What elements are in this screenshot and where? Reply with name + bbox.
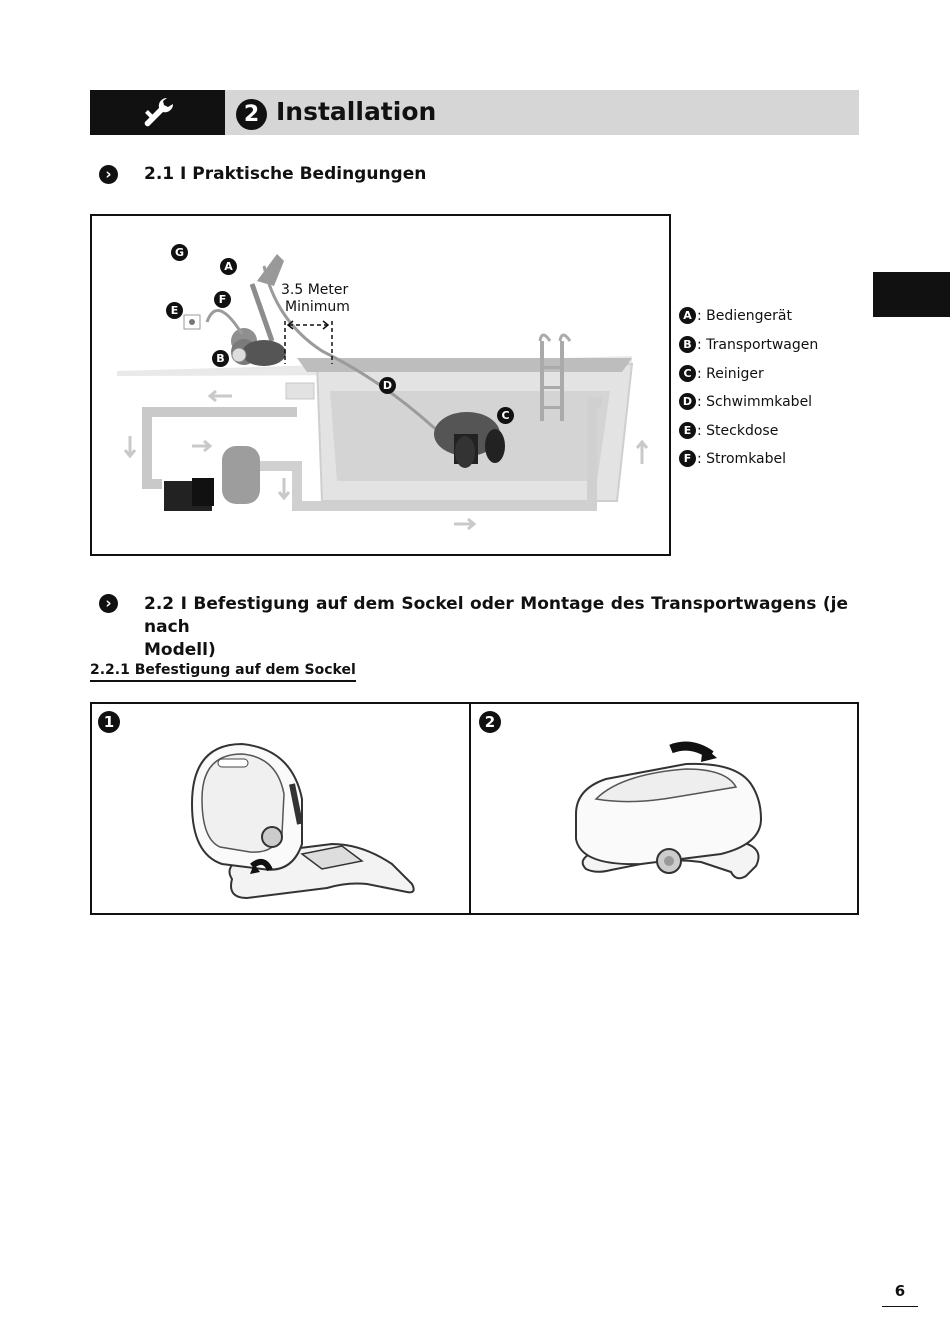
marker-e: E (166, 302, 183, 319)
chevron-right-icon: › (99, 165, 118, 184)
legend-label: : Schwimmkabel (697, 394, 812, 410)
subsection-title-2-2-1: 2.2.1 Befestigung auf dem Sockel (90, 662, 356, 682)
section-number-badge: 2 (236, 99, 267, 130)
page-number-rule (882, 1306, 918, 1307)
section-title-2-2-line2: Modell) (144, 639, 848, 662)
marker-d: D (379, 377, 396, 394)
wrench-icon (138, 93, 178, 133)
legend-item: B : Transportwagen (679, 336, 818, 353)
section-title-2-2-line1: 2.2 I Befestigung auf dem Sockel oder Mo… (144, 593, 848, 639)
legend-item: D : Schwimmkabel (679, 393, 812, 410)
chapter-side-tab (873, 272, 950, 317)
robot-docked-illustration (471, 704, 857, 913)
page-number: 6 (882, 1282, 918, 1300)
marker-c: C (497, 407, 514, 424)
legend-badge-f: F (679, 450, 696, 467)
section-title-2-2: 2.2 I Befestigung auf dem Sockel oder Mo… (144, 593, 848, 662)
pool-installation-diagram: 3.5 Meter Minimum G A F E B D C (90, 214, 671, 556)
header-icon-block (90, 90, 225, 135)
legend-item: C : Reiniger (679, 365, 764, 382)
distance-label-value: 3.5 Meter (281, 282, 350, 299)
legend-badge-a: A (679, 307, 696, 324)
legend-label: : Transportwagen (697, 337, 818, 353)
legend-label: : Stromkabel (697, 451, 786, 467)
legend-label: : Reiniger (697, 366, 764, 382)
marker-g: G (171, 244, 188, 261)
legend-item: F : Stromkabel (679, 450, 786, 467)
marker-b: B (212, 350, 229, 367)
legend-badge-e: E (679, 422, 696, 439)
chevron-right-icon: › (99, 594, 118, 613)
legend-badge-c: C (679, 365, 696, 382)
distance-label-minimum: Minimum (281, 299, 350, 316)
legend-label: : Steckdose (697, 423, 778, 439)
legend-item: A : Bediengerät (679, 307, 792, 324)
marker-f: F (214, 291, 231, 308)
step-panel-2: 2 (469, 702, 859, 915)
legend-item: E : Steckdose (679, 422, 778, 439)
page-title: Installation (276, 97, 436, 126)
robot-on-base-illustration (92, 704, 469, 913)
section-title-2-1: 2.1 I Praktische Bedingungen (144, 164, 426, 184)
marker-a: A (220, 258, 237, 275)
step-panel-1: 1 (90, 702, 471, 915)
legend-label: : Bediengerät (697, 308, 792, 324)
distance-label: 3.5 Meter Minimum (281, 282, 350, 316)
legend-badge-b: B (679, 336, 696, 353)
legend-badge-d: D (679, 393, 696, 410)
